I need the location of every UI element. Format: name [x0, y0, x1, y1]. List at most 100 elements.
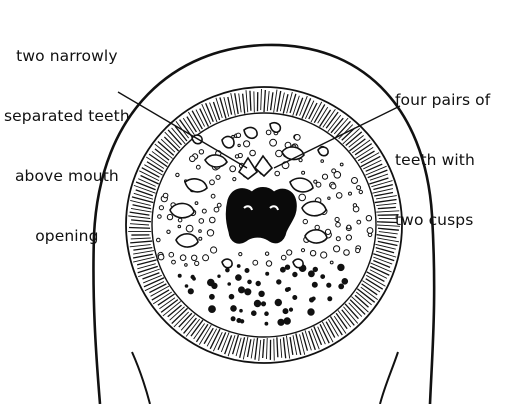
small-tooth-dot: [178, 274, 181, 277]
small-tooth-dot: [256, 281, 260, 285]
bicuspid-left-1: [205, 155, 227, 167]
small-tooth-dot: [331, 184, 336, 189]
fringe-stroke: [142, 273, 159, 279]
small-tooth-dot: [293, 272, 297, 276]
small-tooth-dot: [236, 275, 242, 281]
small-tooth-dot: [302, 171, 305, 174]
fringe-stroke: [187, 117, 197, 132]
fringe-stroke: [235, 93, 238, 114]
small-tooth-dot: [216, 175, 220, 179]
small-tooth-dot: [266, 261, 271, 266]
small-tooth-dot: [327, 283, 331, 287]
fringe-stroke: [309, 103, 317, 119]
small-tooth-dot: [202, 209, 206, 213]
small-tooth-dot: [208, 279, 215, 286]
small-tooth-dot: [192, 255, 197, 260]
small-tooth-dot: [240, 320, 243, 323]
small-tooth-dot: [236, 133, 240, 137]
small-tooth-dot: [357, 186, 361, 190]
small-tooth-dot: [349, 192, 352, 195]
small-tooth-dot: [214, 207, 219, 212]
small-tooth-dot: [259, 291, 264, 296]
small-tooth-dot: [237, 265, 240, 268]
small-tooth-dot: [328, 197, 330, 199]
fringe-stroke: [283, 337, 285, 358]
fringe-stroke: [373, 257, 392, 264]
small-tooth-dot: [253, 260, 258, 265]
annotation-left-line-4: opening: [4, 226, 130, 246]
small-tooth-dot: [310, 251, 315, 256]
small-tooth-dot: [240, 309, 243, 312]
small-tooth-dot: [163, 193, 168, 198]
small-tooth-dot: [356, 248, 360, 252]
small-tooth-dot: [233, 178, 236, 181]
small-tooth-dot: [217, 203, 221, 207]
small-tooth-dot: [275, 299, 281, 305]
bicuspid-right-1: [282, 147, 304, 160]
tooth-right-outer: [318, 147, 328, 156]
fringe-stroke: [149, 284, 166, 293]
small-tooth-dot: [178, 218, 182, 222]
small-tooth-dot: [287, 288, 290, 291]
small-tooth-dot: [284, 318, 290, 324]
tooth-top-center: [222, 136, 234, 147]
fringe-stroke: [225, 335, 232, 354]
small-tooth-dot: [245, 289, 251, 295]
fringe-stroke: [131, 220, 151, 222]
fringe-stroke: [133, 248, 152, 250]
bicuspid-right-4: [305, 230, 327, 243]
small-tooth-dot: [218, 275, 220, 277]
small-tooth-dot: [203, 255, 209, 261]
fringe-stroke: [196, 110, 205, 127]
fringe-stroke: [129, 228, 150, 229]
small-tooth-dot: [289, 308, 292, 311]
bicuspid-left-4: [176, 234, 198, 247]
fringe-stroke: [368, 170, 388, 177]
small-tooth-dot: [185, 285, 188, 288]
fringe-stroke: [138, 269, 160, 277]
small-tooth-dot: [312, 282, 317, 287]
small-tooth-dot: [229, 294, 234, 299]
small-tooth-dot: [334, 172, 341, 179]
small-tooth-dot: [190, 156, 196, 162]
small-tooth-dot: [158, 254, 164, 260]
fringe-stroke: [250, 91, 251, 111]
small-tooth-dot: [172, 260, 176, 264]
fringe-stroke: [133, 205, 152, 209]
small-tooth-dot: [169, 252, 174, 257]
small-tooth-dot: [228, 283, 231, 286]
tooth-top-right: [270, 123, 280, 132]
supraoral-tooth-right: [255, 156, 272, 176]
body-inner-line-right: [380, 352, 398, 404]
small-tooth-dot: [328, 297, 331, 300]
small-tooth-dot: [359, 190, 362, 193]
small-tooth-dot: [226, 268, 230, 272]
small-tooth-dot: [303, 219, 307, 223]
small-tooth-dot: [346, 235, 351, 240]
fringe-stroke: [375, 200, 397, 203]
fringe-stroke: [376, 196, 397, 199]
body-inner-line-left: [132, 352, 150, 404]
small-tooth-dot: [239, 287, 245, 293]
small-tooth-dot: [252, 311, 257, 316]
small-tooth-dot: [299, 194, 306, 201]
small-tooth-dot: [366, 216, 371, 221]
fringe-stroke: [138, 179, 155, 187]
small-tooth-dot: [186, 225, 193, 232]
small-tooth-dot: [207, 230, 213, 236]
small-tooth-dot: [352, 178, 358, 184]
fringe-stroke: [376, 203, 396, 205]
supraoral-tooth-left: [239, 158, 257, 179]
fringe-stroke: [142, 168, 160, 178]
small-tooth-dot: [322, 174, 327, 179]
small-tooth-dot: [308, 309, 314, 315]
fringe-stroke: [377, 235, 397, 238]
fringe-stroke: [277, 337, 278, 357]
fringe-stroke: [131, 238, 151, 239]
fringe-stroke: [326, 322, 335, 338]
small-tooth-dot: [301, 249, 304, 252]
fringe-stroke: [311, 329, 319, 350]
small-tooth-dot: [211, 247, 217, 253]
tooth-lower-left: [222, 259, 232, 268]
small-tooth-dot: [334, 246, 340, 252]
